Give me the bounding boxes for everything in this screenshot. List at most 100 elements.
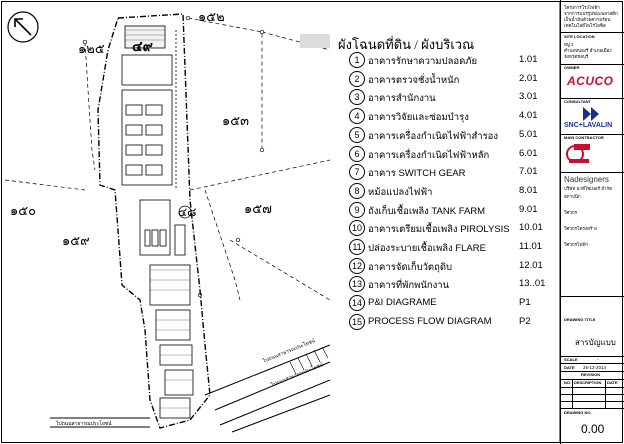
project-line-1: โครงการโรงไฟฟ้า (564, 5, 600, 10)
legend-item-number: 7 (349, 164, 365, 181)
legend-item-code: 1.01 (519, 54, 538, 65)
designer-line-3: วิศวกร (564, 210, 578, 215)
designer-line-1: บริษัท นาดีไซเนอร์ จำกัด (564, 186, 613, 191)
legend-item-code: 10.01 (519, 222, 543, 234)
plot-label-125: ๑๒๕ (78, 41, 105, 56)
drawing-no-value: 0.00 (581, 422, 605, 436)
legend-item-number: 9 (349, 201, 365, 218)
legend-title: ผังโฉนดที่ดิน / ผังบริเวณ (338, 37, 475, 52)
legend-item-label: ถังเก็บเชื้อเพลิง TANK FARM (368, 205, 486, 217)
revision-label: REVISION (581, 372, 601, 377)
legend-item-number: 12 (349, 257, 365, 274)
project-line-2: จากการแปรรูปขยะพลาสติก (564, 11, 618, 16)
legend-item-code: 13..01 (519, 278, 546, 290)
legend-item-code: 4.01 (519, 110, 538, 122)
site-line-1: หมู่ 1 (564, 42, 574, 47)
plot-label-157: ๑๕๗ (244, 201, 272, 216)
legend-item-number: 14 (349, 295, 365, 312)
site-location-heading: SITE LOCATION (564, 34, 595, 39)
legend-item-code: 7.01 (519, 166, 538, 178)
plot-label-152: ๑๕๒ (198, 9, 225, 24)
site-boundary (97, 13, 211, 429)
date-value: 25-12-2014 (583, 365, 607, 370)
legend-item-code: 2.01 (519, 72, 538, 84)
signature-electrical: วิศวกรไฟฟ้า (564, 242, 589, 247)
access-road-left (50, 417, 150, 428)
legend-item-label: PROCESS FLOW DIAGRAM (368, 315, 492, 327)
legend-item-number: 1 (349, 52, 365, 68)
legend-item-number: 4 (349, 108, 365, 125)
drawing-title-heading: DRAWING TITLE (564, 317, 596, 322)
scale-label: SCALE (564, 357, 578, 362)
drawing-title: สารบัญแบบ (575, 338, 616, 347)
plot-label-150: ๑๕๐ (10, 203, 37, 218)
legend-item-label: อาคารเตรียมเชื้อเพลิง PIROLYSIS (368, 224, 510, 236)
site-line-2: ตำบลหนองรี อำเภอเมือง (564, 48, 612, 53)
road-hatch (289, 346, 329, 375)
legend-item-code: 9.01 (519, 203, 538, 215)
legend-item-number: 3 (349, 89, 365, 106)
title-block: โครงการโรงไฟฟ้า จากการแปรรูปขยะพลาสติก เ… (560, 0, 624, 444)
legend-item-number: 11 (349, 239, 365, 255)
shaded-area (300, 34, 330, 48)
legend-item-code: 6.01 (519, 147, 538, 159)
north-arrow-icon (7, 11, 39, 43)
drawing-no-label: DRAWING NO. (564, 410, 592, 415)
contractor-logo-icon (565, 142, 593, 168)
legend-item-label: อาคาร SWITCH GEAR (368, 168, 466, 180)
legend-item-label: อาคารเครื่องกำเนิดไฟฟ้าหลัก (368, 149, 490, 161)
designer-logo: Nadesigners (564, 175, 609, 184)
revision-col-description: DESCRIPTION (574, 380, 602, 385)
legend-item-label: อาคารสำนักงาน (368, 93, 436, 105)
legend-item-number: 10 (349, 220, 365, 237)
revision-col-date: DATE (607, 380, 618, 385)
legend-item-number: 2 (349, 70, 365, 87)
revision-col-no: NO. (564, 380, 572, 385)
project-line-4: เทคโนโลยีไพโรไลซิส (564, 23, 606, 28)
legend-item-code: 11.01 (519, 241, 543, 252)
legend-item-label: หม้อแปลงไฟฟ้า (368, 186, 433, 198)
legend-item-label: P&I DIAGRAME (368, 297, 437, 309)
owner-logo: ACUCO (567, 74, 614, 88)
legend-item-code: P1 (519, 297, 531, 309)
legend-item-code: 8.01 (519, 184, 538, 196)
site-line-3: จังหวัดชลบุรี (564, 54, 589, 59)
building-hatching (125, 29, 193, 409)
plot-label-159: ๑๕๙ (62, 233, 90, 248)
site-buildings (121, 25, 194, 419)
plot-boundaries (4, 17, 331, 301)
legend-item-code: 5.01 (519, 128, 538, 140)
owner-heading: OWNER (564, 65, 580, 70)
designer-line-2: สถาปนิก (564, 194, 581, 199)
legend-item-label: อาคารเครื่องกำเนิดไฟฟ้าสำรอง (368, 130, 499, 142)
scale-value: - (597, 357, 599, 362)
plot-label-48: ๔๘ (178, 205, 197, 219)
legend-item-code: 12.01 (519, 259, 543, 271)
legend-item-number: 13 (349, 276, 365, 293)
legend-item-label: ปล่องระบายเชื้อเพลิง FLARE (368, 243, 486, 254)
road-label-left: ไปถนนสาธารณประโยชน์ (56, 421, 112, 427)
plot-label-49: ๔๙ (132, 40, 153, 55)
legend-item-number: 6 (349, 145, 365, 162)
legend-item-label: อาคารวิจัยและซ่อมบำรุง (368, 112, 469, 124)
project-line-3: เป็นน้ำมันด้วยความร้อน (564, 17, 611, 22)
legend-item-number: 15 (349, 313, 365, 330)
plot-label-153: ๑๕๓ (222, 113, 249, 128)
legend-item-label: อาคารตรวจชั่งน้ำหนัก (368, 74, 460, 86)
legend-item-label: อาคารรักษาความปลอดภัย (368, 56, 478, 67)
consultant-logo: SNC+LAVALIN (564, 122, 613, 129)
